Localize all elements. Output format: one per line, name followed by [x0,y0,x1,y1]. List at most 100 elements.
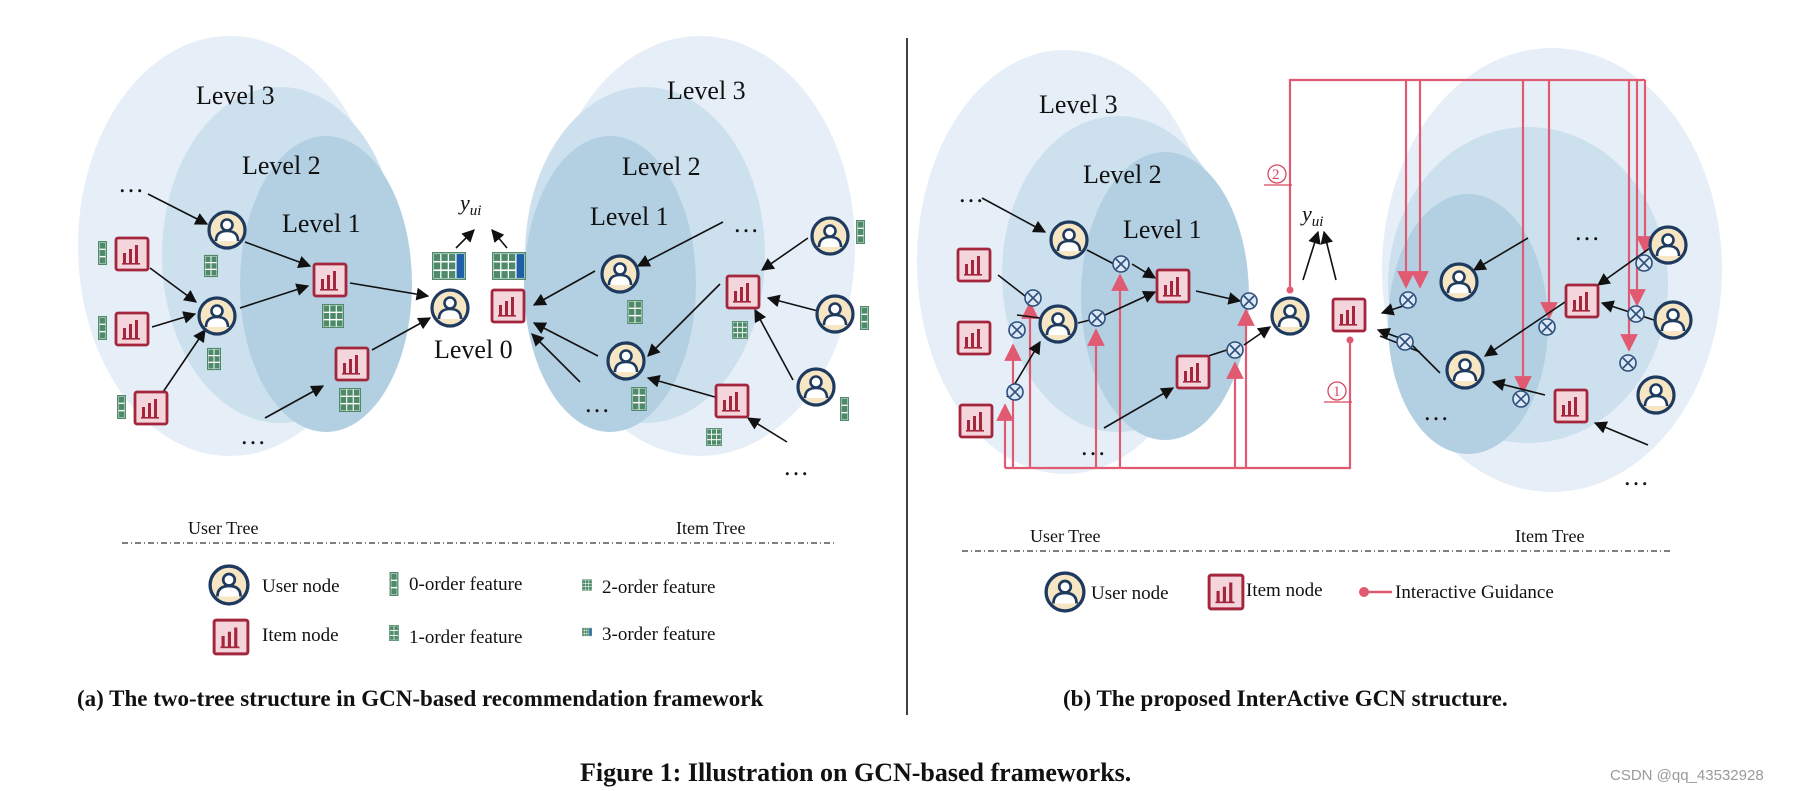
user-node-icon [606,341,646,381]
arrow [1472,237,1529,271]
arrow [151,311,197,328]
multiply-gate-icon [1512,390,1530,408]
1order-feature-icon [204,254,218,278]
user-node-icon [207,210,247,250]
item-node-icon [958,403,994,439]
arrow-to-prediction-right [491,229,508,249]
user-node-icon-root [430,288,470,328]
legend-b: User node Item node Interactive Guidance [1044,571,1554,613]
legend-0order-label: 0-order feature [409,574,522,595]
panel-b: Level 3 Level 2 Level 1 yui [917,48,1722,711]
user-node-icon [600,254,640,294]
user-node-icon [1038,304,1078,344]
arrow [1195,290,1242,305]
user-tree-label: User Tree [1030,526,1101,546]
prediction-subscript: ui [1312,214,1324,230]
item-3order-feature-icon [492,252,526,280]
0order-feature-icon [860,306,869,330]
item-node-icon [114,236,150,272]
figure-caption: Figure 1: Illustration on GCN-based fram… [580,758,1131,787]
2order-feature-icon [339,388,361,412]
ellipsis: … [1080,432,1106,461]
multiply-gate-icon [1112,255,1130,273]
user-tree-label: User Tree [188,518,259,538]
user-level1-label: Level 1 [282,209,361,238]
item-node-icon [1553,388,1589,424]
guidance-origin-1 [1346,336,1354,344]
user-level3-label: Level 3 [1039,90,1118,119]
arrow [1483,299,1569,357]
user-node-icon-root [1270,296,1310,336]
prediction-subscript: ui [470,203,482,219]
arrow-to-prediction-left [455,229,475,249]
item-node-icon [133,390,169,426]
arrow [766,294,819,312]
legend-guidance-label: Interactive Guidance [1395,582,1554,603]
legend-0order-icon [389,572,399,596]
multiply-gate-icon [1399,291,1417,309]
multiply-gate-icon [1396,333,1414,351]
legend-3order-label: 3-order feature [602,624,715,645]
arrow [1086,249,1115,265]
item-level3-label: Level 3 [667,76,746,105]
legend-a: User node 0-order feature 2-order featur… [208,564,715,656]
arrow [1077,319,1091,324]
watermark: CSDN @qq_43532928 [1610,767,1764,784]
arrow [371,317,432,351]
item-node-icon [334,346,370,382]
arrow [162,328,206,393]
legend-2order-icon [582,579,592,591]
2order-feature-icon [322,304,344,328]
user-node-icon [1653,300,1693,340]
user-node-icon [197,296,237,336]
arrow [746,417,788,443]
arrow [349,282,430,301]
user-3order-feature-icon [432,252,466,280]
arrow [636,221,724,267]
legend-item-icon [212,618,250,656]
arrow [1016,314,1041,319]
legend-item-label: Item node [1246,580,1323,601]
multiply-gate-icon [1627,305,1645,323]
guidance-origin-2 [1286,286,1294,294]
marker-1-text: 1 [1333,384,1341,400]
arrow [997,274,1026,297]
1order-feature-icon [207,347,221,371]
user-node-icon [1636,375,1676,415]
legend-3order-icon [582,627,592,637]
user-level3-label: Level 3 [196,81,275,110]
item-node-icon [956,247,992,283]
arrow [1409,342,1441,374]
item-node-icon [956,320,992,356]
arrow [532,322,599,357]
arrow [647,283,721,357]
marker-1: 1 [1324,381,1352,403]
ellipsis: … [584,389,610,418]
0order-feature-icon [117,395,126,419]
user-node-icon [796,367,836,407]
marker-2: 2 [1264,164,1292,186]
item-level1-label: Level 1 [590,202,669,231]
multiply-gate-icon [1008,321,1026,339]
item-node-icon-root [490,288,526,324]
arrow [149,267,198,303]
level0-label: Level 0 [434,335,513,364]
item-node-icon [1155,268,1191,304]
item-tree-label: Item Tree [676,518,746,538]
arrow [1103,387,1175,429]
arrow [1104,290,1157,316]
arrow [264,385,325,419]
multiply-gate-icon [1088,309,1106,327]
ellipsis: … [1574,217,1600,246]
multiply-gate-icon [1226,341,1244,359]
prediction-y: y [458,190,470,215]
item-node-icon [1175,354,1211,390]
legend-item-label: Item node [262,625,339,646]
item-node-icon [114,311,150,347]
multiply-gate-icon [1635,254,1653,272]
multiply-gate-icon [1024,289,1042,307]
arrow [147,193,209,225]
user-node-icon [1439,262,1479,302]
arrow [1491,378,1546,396]
